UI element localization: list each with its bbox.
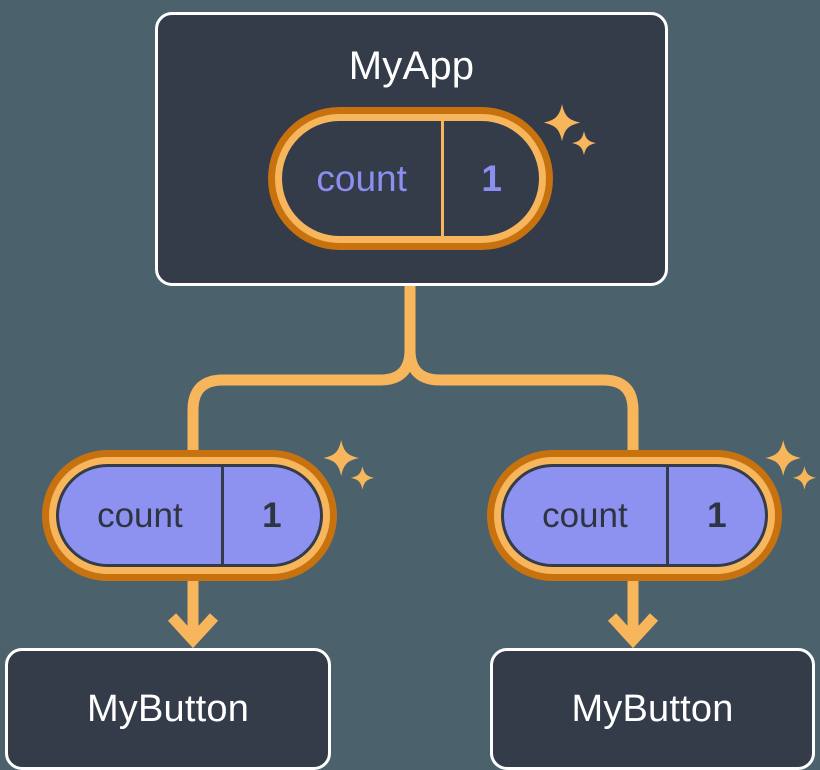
state-pill-root[interactable]: count 1	[268, 107, 553, 250]
state-key: count	[316, 158, 407, 199]
state-key: count	[542, 496, 628, 535]
state-key: count	[97, 496, 183, 535]
state-pill-ring: count 1	[494, 457, 775, 574]
state-pill-body: count 1	[282, 121, 539, 236]
component-card-mybutton-2[interactable]: MyButton	[490, 648, 815, 770]
wire-branch-right	[404, 349, 639, 516]
state-pill-child-1[interactable]: count 1	[42, 450, 337, 581]
wire-branch-left	[187, 349, 416, 516]
state-value: 1	[220, 467, 320, 564]
component-title-myapp: MyApp	[348, 44, 475, 88]
state-pill-body: count 1	[56, 464, 323, 567]
state-pill-ring: count 1	[275, 114, 546, 243]
state-pill-ring: count 1	[49, 457, 330, 574]
component-title-mybutton-1: MyButton	[86, 688, 250, 730]
arrowhead-right	[607, 613, 659, 649]
arrowhead-left	[167, 613, 219, 649]
state-value: 1	[665, 467, 765, 564]
component-title-mybutton-2: MyButton	[571, 688, 734, 730]
state-value: 1	[441, 121, 539, 236]
state-pill-body: count 1	[501, 464, 768, 567]
state-pill-child-2[interactable]: count 1	[487, 450, 782, 581]
component-card-mybutton-1[interactable]: MyButton	[5, 648, 331, 770]
